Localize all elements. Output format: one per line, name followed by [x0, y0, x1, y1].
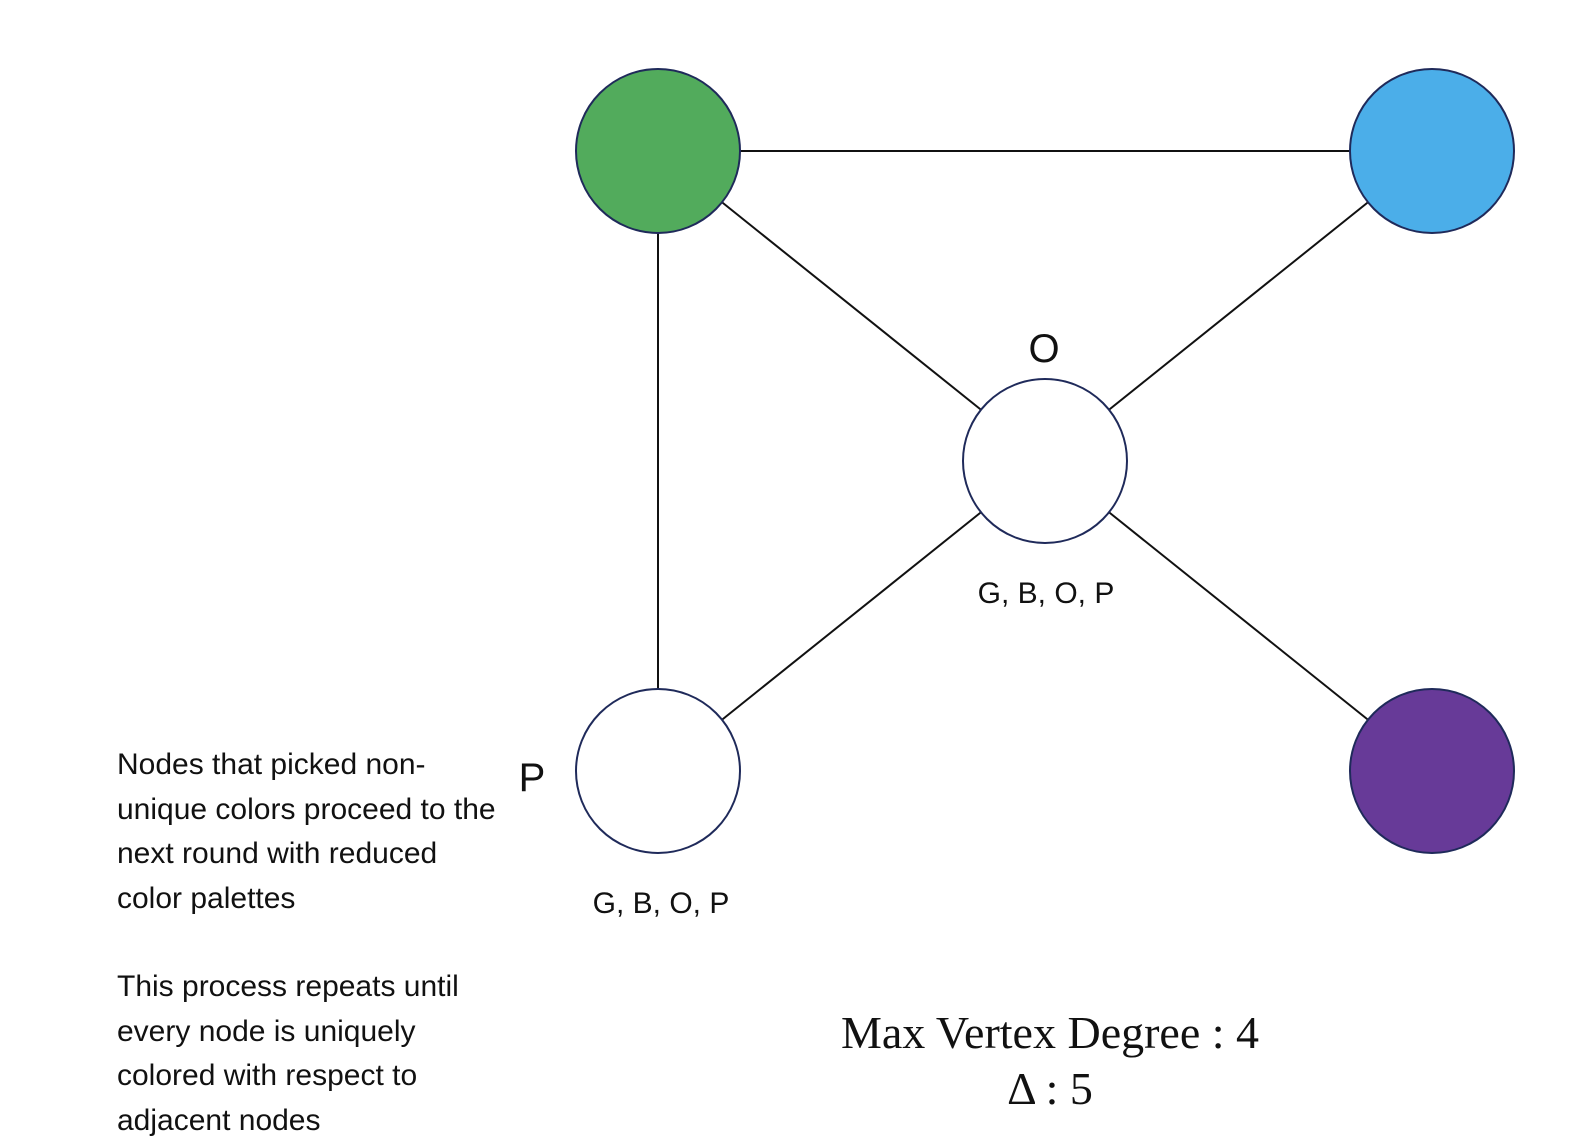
node-center — [962, 378, 1128, 544]
delta-value: Δ : 5 — [1007, 1063, 1093, 1114]
node-bottom-right — [1349, 688, 1515, 854]
bottom-left-node-label: P — [519, 756, 546, 800]
max-vertex-degree: Max Vertex Degree : 4 — [840, 1007, 1260, 1058]
explanation-paragraph-1: Nodes that picked non-unique colors proc… — [117, 748, 496, 915]
nodes — [575, 68, 1515, 854]
explanation-paragraph-2: This process repeats until every node is… — [117, 970, 459, 1137]
node-top-left — [575, 68, 741, 234]
labels: O G, B, O, P P G, B, O, P — [519, 327, 1115, 920]
center-node-label: O — [1028, 327, 1059, 371]
center-node-palette: G, B, O, P — [978, 577, 1115, 610]
edges — [657, 150, 1369, 721]
bottom-left-node-palette: G, B, O, P — [593, 887, 730, 920]
edge-center-to-bottom-left — [721, 511, 982, 721]
edge-top-right-to-center — [1108, 201, 1369, 411]
node-bottom-left — [575, 688, 741, 854]
edge-top-left-to-center — [721, 201, 982, 411]
edge-center-to-bottom-right — [1108, 511, 1369, 721]
node-top-right — [1349, 68, 1515, 234]
